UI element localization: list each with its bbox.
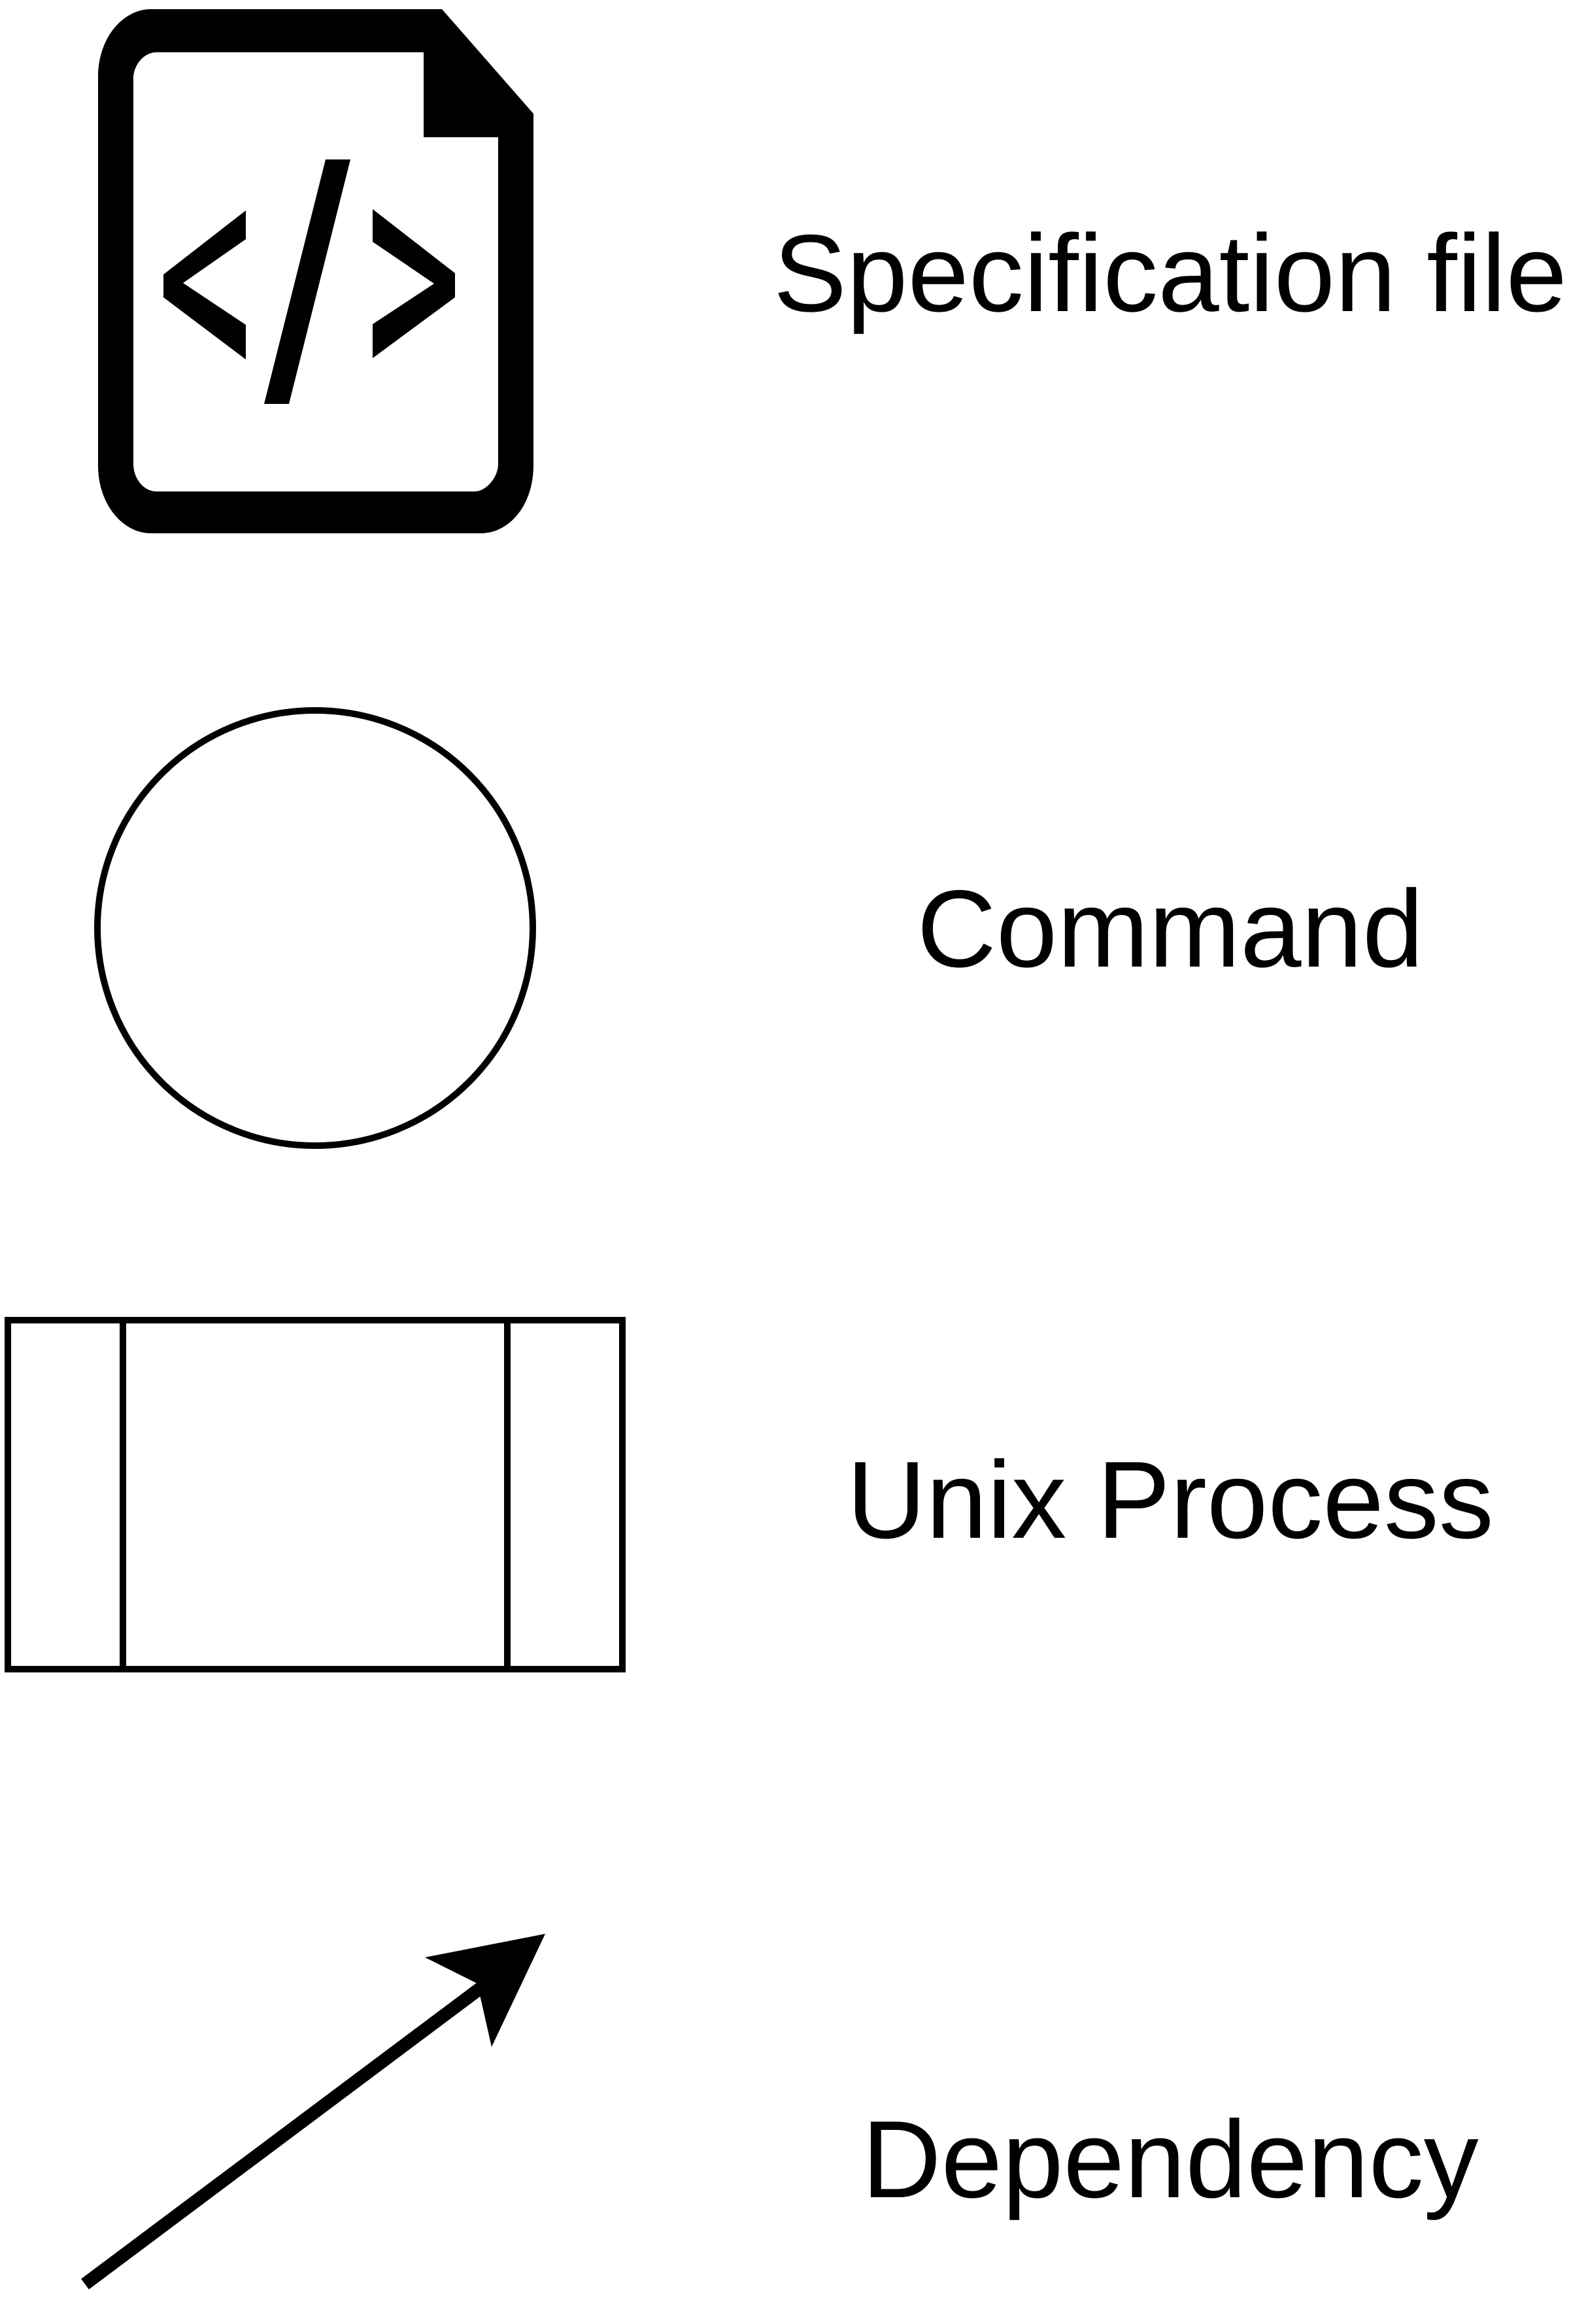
process-box-icon	[5, 1317, 626, 1672]
code-slash	[264, 159, 350, 404]
legend-item-unix-process: Unix Process	[0, 1307, 1569, 1686]
legend-label-dependency: Dependency	[862, 2098, 1479, 2221]
circle-icon	[94, 707, 536, 1149]
legend-item-dependency: Dependency	[0, 1908, 1569, 2324]
code-bracket-left	[163, 210, 246, 359]
legend-label-unix-process: Unix Process	[847, 1438, 1494, 1561]
process-box-outline	[5, 1317, 626, 1672]
arrow-shaft	[81, 1982, 484, 2290]
code-file-icon	[98, 9, 533, 533]
legend-item-command: Command	[0, 693, 1569, 1163]
arrow-icon	[81, 1934, 545, 2290]
legend-item-specification-file: Specification file	[0, 0, 1569, 549]
legend-label-specification-file: Specification file	[773, 212, 1567, 335]
code-bracket-right	[373, 209, 455, 358]
command-circle	[94, 707, 536, 1149]
arrow-head	[425, 1934, 545, 2047]
legend-label-command: Command	[917, 867, 1424, 990]
